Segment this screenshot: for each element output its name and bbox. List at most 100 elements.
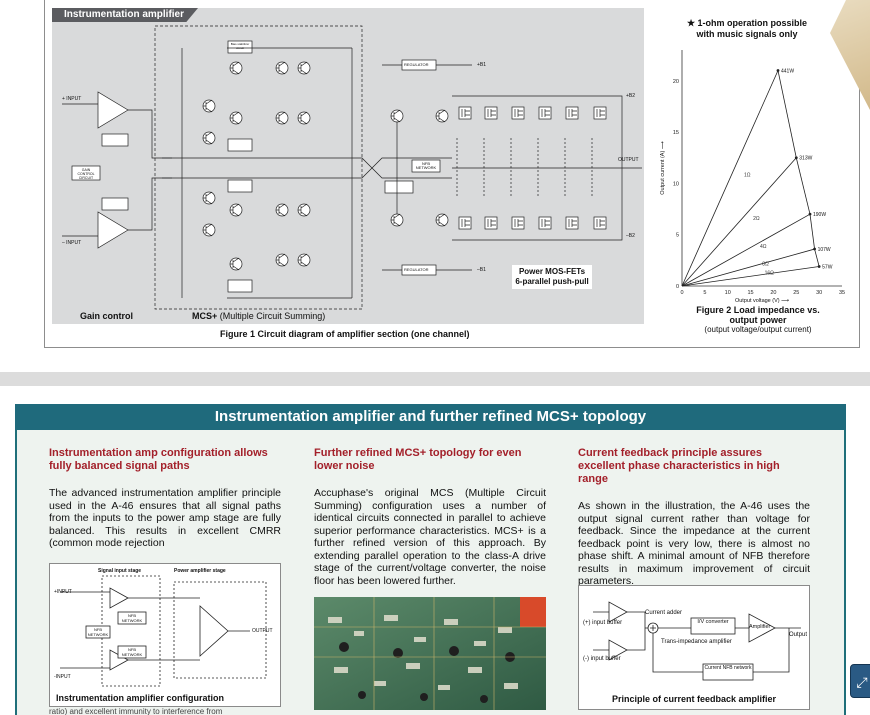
inst-input-plus-label: +INPUT — [54, 589, 72, 595]
figure-1-caption: Figure 1 Circuit diagram of amplifier se… — [220, 329, 470, 339]
input-plus-label: + INPUT — [62, 96, 82, 102]
output-label: OUTPUT — [618, 157, 639, 163]
page-1: Instrumentation amplifier + INPUT – INPU… — [0, 0, 870, 372]
figure-2-caption: Figure 2 Load impedance vs. output power… — [682, 305, 834, 335]
col2-title: Further refined MCS+ topology for even l… — [314, 447, 522, 472]
minus-buffer-label: (-) input buffer — [583, 656, 621, 662]
figure-2-title: Figure 2 Load impedance vs. output power — [696, 305, 820, 325]
series-label: 2Ω — [753, 216, 760, 222]
x-tick-label: 35 — [839, 290, 845, 296]
y-tick-label: 20 — [673, 79, 679, 85]
series-line — [681, 157, 797, 287]
graph-note-line1: ★ 1-ohm operation possible — [686, 18, 808, 28]
col2-body: Accuphase's original MCS (Multiple Circu… — [314, 487, 546, 587]
nfb-network-label: NFB NETWORK — [415, 161, 437, 170]
power-point-label: 57W — [822, 265, 833, 271]
x-tick-label: 30 — [816, 290, 822, 296]
y-tick-label: 0 — [676, 284, 679, 290]
power-point-label: 107W — [818, 247, 831, 253]
inst-nfb-label-2: NFB NETWORK — [87, 627, 109, 637]
series-label: 4Ω — [760, 244, 767, 250]
power-envelope-segment — [814, 248, 820, 267]
iv-converter-label: I/V converter — [697, 619, 729, 625]
series-label: 16Ω — [765, 270, 775, 276]
graph-note-line2: with music signals only — [696, 29, 798, 39]
circuit-board-photo — [314, 597, 546, 710]
power-point — [808, 212, 812, 216]
column-instrumentation: Instrumentation amp configuration allows… — [49, 447, 281, 550]
y-tick-label: 5 — [676, 233, 679, 239]
instrumentation-amp-caption: Instrumentation amplifier configuration — [56, 693, 225, 703]
instrumentation-amp-svg — [60, 575, 267, 687]
x-tick-label: 25 — [793, 290, 799, 296]
power-envelope-segment — [777, 70, 797, 158]
power-point-label: 441W — [781, 69, 794, 75]
power-envelope-segment — [809, 214, 815, 250]
power-point-label: 190W — [813, 212, 826, 218]
current-nfb-label: Current NFB network — [704, 665, 752, 671]
gain-control-circuit-label: GAIN CONTROL CIRCUIT — [77, 168, 95, 180]
series-line — [681, 266, 820, 287]
power-point — [794, 156, 798, 160]
expand-button[interactable]: ⤢ — [850, 664, 870, 698]
series-label: 1Ω — [744, 172, 751, 178]
circuit-schematic-svg — [52, 8, 642, 310]
column-current-feedback: Current feedback principle assures excel… — [578, 447, 810, 588]
plus-buffer-label: (+) input buffer — [583, 620, 623, 626]
current-adder-label: Current adder — [645, 610, 683, 616]
regulator-label-top: REGULATOR — [404, 62, 429, 67]
input-minus-label: – INPUT — [62, 240, 82, 246]
power-point — [776, 69, 780, 72]
current-feedback-svg — [593, 601, 801, 681]
col1-cut-text: ratio) and excellent immunity to interfe… — [49, 708, 223, 715]
bias-circuit-label: Bias stabilizer circuit — [230, 42, 250, 50]
inst-input-minus-label: -INPUT — [54, 674, 71, 680]
power-envelope-segment — [795, 157, 811, 215]
power-stage-label: Power amplifier stage — [174, 568, 226, 574]
inst-nfb-label-1: NFB NETWORK — [121, 613, 143, 623]
y-axis-label: Output current (A) ⟶ — [660, 140, 666, 195]
mcs-label-bold: MCS+ — [192, 311, 218, 321]
col1-body: The advanced instrumentation amplifier p… — [49, 487, 281, 549]
section-header: Instrumentation amplifier and further re… — [15, 404, 846, 430]
x-tick-label: 5 — [703, 290, 706, 296]
y-tick-label: 15 — [673, 130, 679, 136]
gain-control-label: Gain control — [80, 311, 134, 321]
x-axis-label: Output voltage (V) ⟶ — [735, 298, 790, 304]
col3-title: Current feedback principle assures excel… — [578, 447, 780, 485]
x-tick-label: 15 — [748, 290, 754, 296]
b1-plus-label: +B1 — [477, 62, 487, 68]
col1-title: Instrumentation amp configuration allows… — [49, 447, 268, 472]
current-feedback-figure: (+) input buffer (-) input buffer Curren… — [578, 585, 810, 710]
mcs-label: MCS+ (Multiple Circuit Summing) — [192, 311, 325, 321]
x-tick-label: 10 — [725, 290, 731, 296]
column-mcs: Further refined MCS+ topology for even l… — [314, 447, 546, 587]
current-feedback-caption: Principle of current feedback amplifier — [611, 694, 777, 704]
y-tick-label: 10 — [673, 181, 679, 187]
trans-impedance-label: Trans-impedance amplifier — [661, 639, 732, 645]
circuit-board-photo-svg — [314, 597, 546, 710]
power-point-label: 313W — [799, 156, 812, 162]
circuit-section-tag: Instrumentation amplifier — [52, 8, 199, 22]
series-line — [681, 213, 811, 287]
signal-input-stage-label: Signal input stage — [98, 568, 142, 574]
b2-minus-label: –B2 — [626, 233, 635, 239]
expand-icon: ⤢ — [856, 674, 868, 690]
power-mosfet-line2: 6-parallel push-pull — [515, 277, 589, 286]
x-tick-label: 20 — [770, 290, 776, 296]
instrumentation-amp-figure: Signal input stage Power amplifier stage… — [49, 563, 281, 707]
regulator-label-bottom: REGULATOR — [404, 267, 429, 272]
figure-2-subtitle: (output voltage/output current) — [704, 325, 812, 334]
power-point — [813, 247, 816, 251]
col3-body: As shown in the illustration, the A-46 u… — [578, 500, 810, 587]
amplifier-label: Amplifier — [749, 624, 771, 630]
b1-minus-label: –B1 — [477, 267, 486, 273]
b2-plus-label: +B2 — [626, 93, 636, 99]
power-point — [817, 265, 821, 268]
x-tick-label: 0 — [680, 290, 683, 296]
inst-nfb-label-3: NFB NETWORK — [121, 647, 143, 657]
power-mosfet-line1: Power MOS-FETs — [518, 267, 586, 276]
cfb-output-label: Output — [789, 632, 808, 638]
